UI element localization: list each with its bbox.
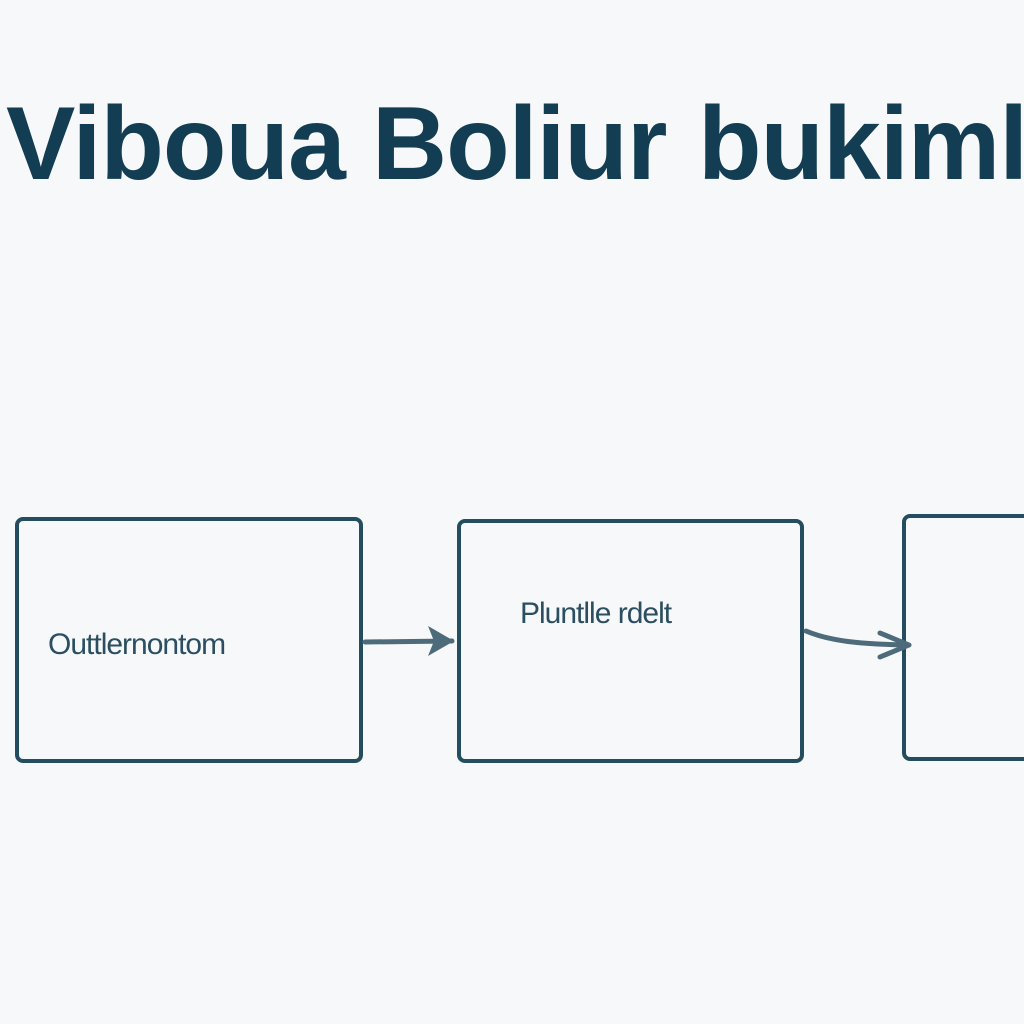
- title-word-1: Viboua: [6, 86, 346, 202]
- process-box-2-label: Pluntlle rdelt: [520, 597, 672, 630]
- diagram-title: Viboua Boliur bukiml: [0, 84, 1024, 204]
- process-box-2: [457, 519, 804, 763]
- title-word-3: bukiml: [698, 86, 1024, 202]
- arrowhead-icon: [428, 626, 454, 656]
- arrow-box1-to-box2: [362, 626, 455, 656]
- arrow-box2-to-box3: [803, 628, 912, 660]
- process-box-1-label: Outtlernontom: [48, 628, 226, 661]
- process-box-1: [15, 517, 363, 763]
- arrowhead-icon: [877, 630, 912, 660]
- title-word-2: Boliur: [372, 86, 667, 202]
- process-box-3: [902, 514, 1024, 761]
